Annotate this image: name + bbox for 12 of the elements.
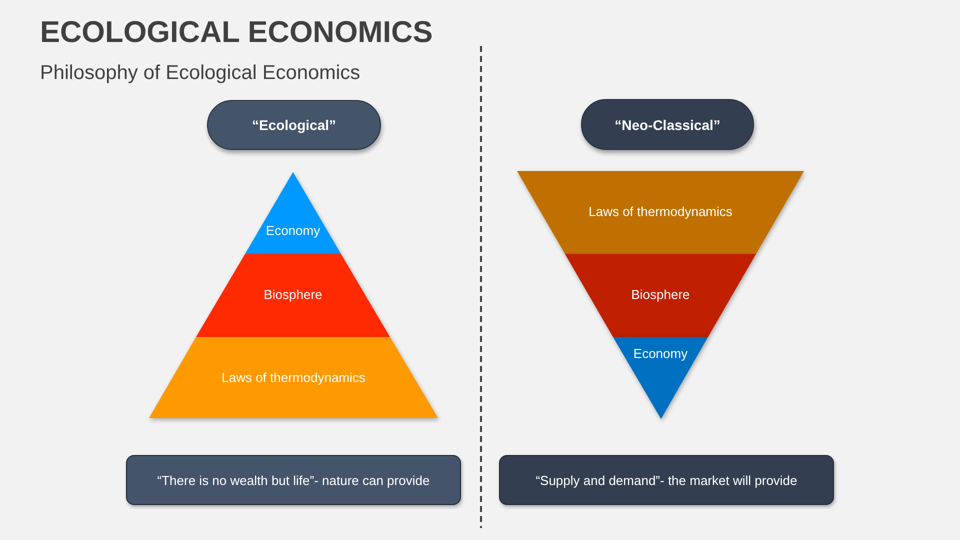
tier-label: Biosphere	[264, 287, 322, 302]
subtitle: Philosophy of Ecological Economics	[40, 61, 360, 85]
heading-pill: “Neo-Classical”	[581, 99, 754, 150]
tier-label: Biosphere	[631, 287, 690, 302]
heading-pill: “Ecological”	[207, 100, 381, 150]
tier-label: Laws of thermodynamics	[222, 370, 366, 385]
quote-box: “Supply and demand”- the market will provide	[499, 455, 834, 505]
tier-label: Economy	[266, 223, 320, 238]
page-title: ECOLOGICAL ECONOMICS	[40, 16, 433, 50]
tier-label: Economy	[633, 346, 688, 361]
tier-label: Laws of thermodynamics	[588, 204, 732, 219]
quote-box: “There is no wealth but life”- nature can provide	[126, 455, 461, 505]
